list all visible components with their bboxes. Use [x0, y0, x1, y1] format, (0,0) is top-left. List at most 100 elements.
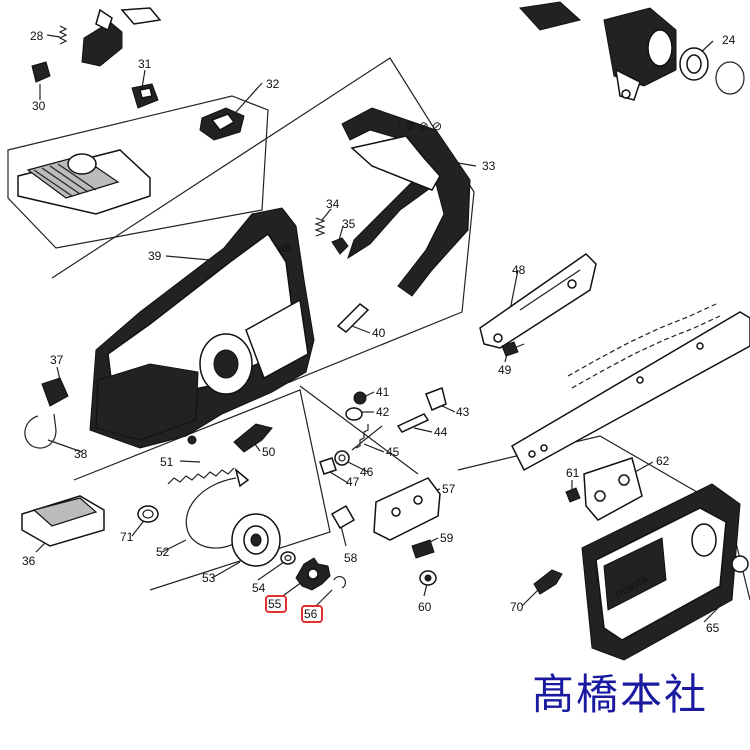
part-55-sprocket	[295, 557, 331, 591]
part-59-bolt	[411, 539, 435, 559]
part-65-side-cover: makita	[581, 483, 749, 661]
callout-number: 43	[456, 405, 470, 419]
callout-number: 31	[138, 57, 152, 71]
callout-number: 48	[512, 263, 526, 277]
controller-board	[17, 149, 151, 215]
part-30-clip	[31, 61, 51, 83]
part-50-lever	[233, 423, 273, 453]
callout-55: 55	[265, 595, 287, 613]
callout-number: 57	[442, 482, 456, 496]
callout-71: 71	[120, 530, 134, 544]
callout-number: 36	[22, 554, 36, 568]
callout-58: 58	[344, 551, 358, 565]
callout-38: 38	[74, 447, 88, 461]
callout-49: 49	[498, 363, 512, 377]
callout-53: 53	[202, 571, 216, 585]
handle-marking: ↑ ⊘ ⊘ ⊘	[396, 119, 442, 133]
callout-31: 31	[138, 57, 152, 71]
callout-number: 52	[156, 545, 170, 559]
highlight-box-55	[265, 595, 287, 613]
callout-number: 24	[722, 33, 736, 47]
callout-number: 41	[376, 385, 390, 399]
battery-group-frame	[7, 95, 269, 249]
part-54-washer	[280, 551, 296, 565]
callout-number: 37	[50, 353, 64, 367]
callout-number: 59	[440, 531, 454, 545]
callout-45: 45	[386, 445, 400, 459]
callout-number: 61	[566, 466, 580, 480]
switch-lever-part	[81, 7, 162, 67]
callout-35: 35	[342, 217, 356, 231]
part-52-brake-band	[185, 467, 250, 549]
callout-41: 41	[376, 385, 390, 399]
part-42-washer	[345, 407, 363, 421]
callout-number: 56	[304, 607, 318, 621]
part-45-spring-rod	[351, 424, 383, 451]
part-56-clip	[333, 576, 346, 589]
callout-number: 39	[148, 249, 162, 263]
part-35-nut	[331, 237, 349, 255]
frame-link	[299, 385, 419, 475]
callout-54: 54	[252, 581, 266, 595]
callout-number: 33	[482, 159, 496, 173]
callout-number: 51	[160, 455, 174, 469]
callout-number: 44	[434, 425, 448, 439]
part-47-block	[319, 457, 337, 475]
callout-32: 32	[266, 77, 280, 91]
callout-56: 56	[301, 605, 323, 623]
callout-number: 28	[30, 29, 44, 43]
callout-50: 50	[262, 445, 276, 459]
callout-28: 28	[30, 29, 44, 43]
callout-48: 48	[512, 263, 526, 277]
callout-number: 58	[344, 551, 358, 565]
part-46-nut	[334, 450, 350, 466]
callout-70: 70	[510, 600, 524, 614]
callout-number: 53	[202, 571, 216, 585]
svg-text:a6: a6	[278, 241, 292, 255]
callout-47: 47	[346, 475, 360, 489]
callout-number: 65	[706, 621, 720, 635]
callout-59: 59	[440, 531, 454, 545]
callout-number: 45	[386, 445, 400, 459]
callout-number: 34	[326, 197, 340, 211]
callout-61: 61	[566, 466, 580, 480]
callout-number: 32	[266, 77, 280, 91]
part-31-switch	[131, 83, 159, 109]
part-37-clip	[41, 377, 69, 407]
highlight-box-56	[301, 605, 323, 623]
callout-51: 51	[160, 455, 174, 469]
part-33-rear-handle: ↑ ⊘ ⊘ ⊘	[341, 107, 471, 297]
watermark-text: 髙橋本社	[532, 670, 709, 719]
callout-number: 60	[418, 600, 432, 614]
callout-number: 71	[120, 530, 134, 544]
callout-number: 70	[510, 600, 524, 614]
part-61-screw	[565, 487, 581, 503]
callout-number: 55	[268, 597, 282, 611]
part-43-clip	[425, 387, 447, 411]
callout-number: 42	[376, 405, 390, 419]
callout-33: 33	[482, 159, 496, 173]
callout-24: 24	[722, 33, 736, 47]
callout-36: 36	[22, 554, 36, 568]
callout-number: 38	[74, 447, 88, 461]
callout-42: 42	[376, 405, 390, 419]
part-40-lever	[336, 303, 370, 333]
callout-number: 40	[372, 326, 386, 340]
part-24-ring	[679, 47, 745, 95]
callout-number: 62	[656, 454, 670, 468]
part-53-drum	[231, 513, 281, 567]
callout-40: 40	[372, 326, 386, 340]
part-38-hook	[24, 413, 57, 449]
callout-65: 65	[706, 621, 720, 635]
callout-39: 39	[148, 249, 162, 263]
callout-number: 46	[360, 465, 374, 479]
part-49-screw	[501, 341, 525, 357]
part-60-bolt	[419, 570, 437, 586]
part-36-terminal	[21, 495, 105, 547]
part-57-plate	[373, 477, 441, 541]
part-48-bracket	[479, 253, 597, 349]
part-58-bracket	[330, 504, 356, 530]
